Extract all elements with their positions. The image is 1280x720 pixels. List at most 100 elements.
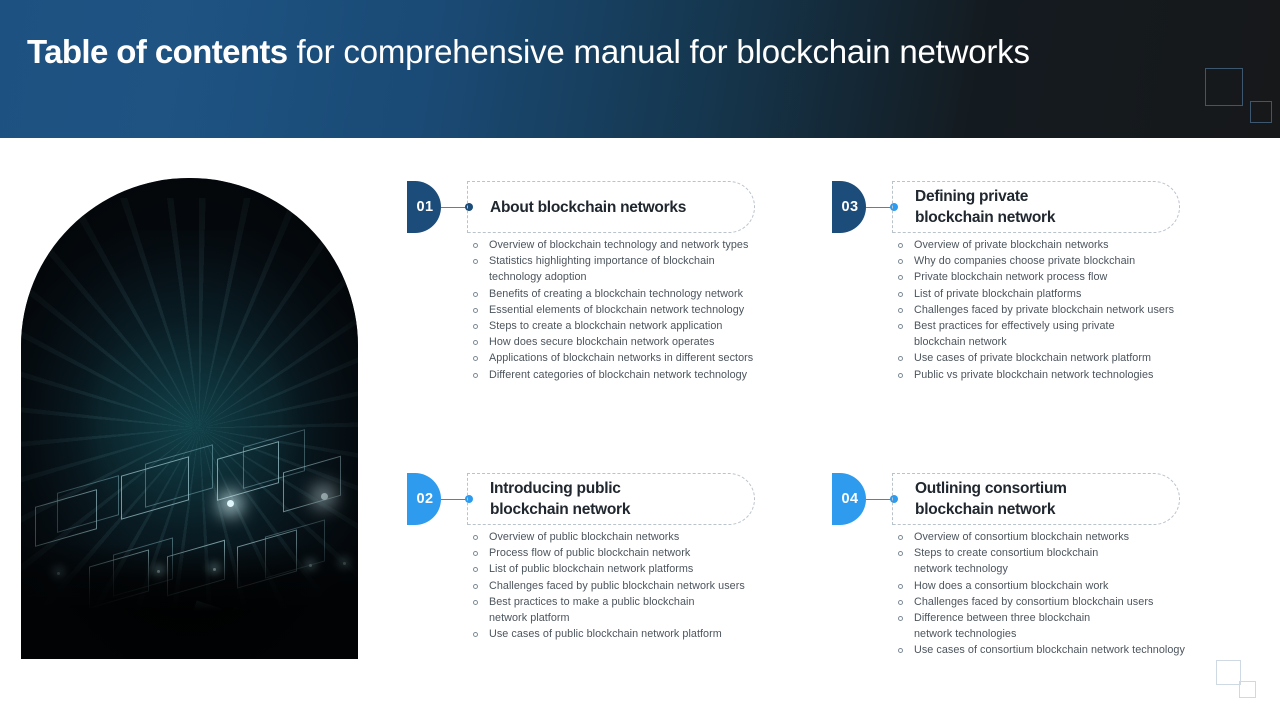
list-item[interactable]: How does a consortium blockchain work [898,578,1185,594]
page-title-rest: for comprehensive manual for blockchain … [287,33,1030,70]
bullet-ring-icon [473,551,478,557]
list-item[interactable]: Overview of private blockchain networks [898,237,1174,253]
list-item-label: Applications of blockchain networks in d… [489,352,754,365]
section-04[interactable]: 04 Outlining consortium blockchain netwo… [832,473,1242,656]
footer-decor-square-small [1239,681,1256,698]
bullet-ring-icon [473,632,478,638]
list-item[interactable]: Why do companies choose private blockcha… [898,253,1174,269]
section-02-bullet-list: Overview of public blockchain networks P… [473,529,745,642]
section-01[interactable]: 01 About blockchain networks Overview of… [407,181,817,381]
list-item-label: How does secure blockchain network opera… [489,336,715,349]
section-02-header: 02 Introducing public blockchain network [407,473,817,525]
section-02[interactable]: 02 Introducing public blockchain network… [407,473,817,640]
list-item-label: Different categories of blockchain netwo… [489,368,748,381]
section-03[interactable]: 03 Defining private blockchain network O… [832,181,1242,381]
list-item[interactable]: Challenges faced by private blockchain n… [898,302,1174,318]
list-item[interactable]: List of public blockchain network platfo… [473,561,745,577]
bullet-ring-icon [473,372,478,378]
list-item-label: Overview of blockchain technology and ne… [489,239,749,251]
list-item-label: Why do companies choose private blockcha… [914,255,1136,268]
section-04-header: 04 Outlining consortium blockchain netwo… [832,473,1242,525]
section-title: Outlining consortium blockchain network [915,480,1067,518]
bullet-ring-icon [898,535,903,540]
list-item-label: Steps to create a blockchain network app… [489,320,723,333]
list-item[interactable]: Applications of blockchain networks in d… [473,350,753,366]
bullet-ring-icon [473,535,478,540]
list-item-label: Essential elements of blockchain network… [489,303,745,316]
list-item[interactable]: Process flow of public blockchain networ… [473,545,745,561]
list-item[interactable]: Steps to create consortium blockchain ne… [898,545,1185,577]
section-title: Introducing public blockchain network [490,480,631,518]
section-04-bullet-list: Overview of consortium blockchain networ… [898,529,1185,659]
list-item-label: Difference between three blockchain netw… [914,612,1091,641]
bullet-ring-icon [898,259,903,265]
list-item[interactable]: Use cases of consortium blockchain netwo… [898,642,1185,658]
list-item[interactable]: Difference between three blockchain netw… [898,610,1185,642]
bullet-ring-icon [898,356,903,362]
section-01-title-box[interactable]: About blockchain networks [467,181,755,233]
connector-line [866,499,894,501]
section-04-title-box[interactable]: Outlining consortium blockchain network [892,473,1180,525]
section-number: 03 [841,199,859,215]
section-02-title-box[interactable]: Introducing public blockchain network [467,473,755,525]
list-item-label: Challenges faced by private blockchain n… [914,303,1175,316]
section-01-bullet-list: Overview of blockchain technology and ne… [473,237,753,383]
list-item-label: Overview of public blockchain networks [489,531,680,543]
bullet-ring-icon [473,567,478,573]
bullet-ring-icon [473,599,478,605]
bullet-ring-icon [473,259,478,265]
list-item[interactable]: Use cases of public blockchain network p… [473,626,745,642]
list-item[interactable]: Overview of consortium blockchain networ… [898,529,1185,545]
connector-line [441,207,469,209]
photo-vignette [21,178,358,659]
list-item[interactable]: Overview of blockchain technology and ne… [473,237,753,253]
section-03-title-box[interactable]: Defining private blockchain network [892,181,1180,233]
photo-canvas [21,178,358,659]
list-item[interactable]: Different categories of blockchain netwo… [473,367,753,383]
footer-decor-square-large [1216,660,1241,685]
bullet-ring-icon [473,307,478,313]
section-01-number-badge: 01 [407,181,441,233]
blockchain-stage-photo [21,178,358,659]
list-item-label: Best practices for effectively using pri… [914,320,1115,349]
list-item[interactable]: How does secure blockchain network opera… [473,334,753,350]
list-item-label: Statistics highlighting importance of bl… [489,255,715,284]
bullet-ring-icon [473,291,478,297]
list-item[interactable]: Public vs private blockchain network tec… [898,367,1174,383]
slide-header: Table of contents for comprehensive manu… [0,0,1280,138]
list-item[interactable]: Benefits of creating a blockchain techno… [473,286,753,302]
list-item[interactable]: Overview of public blockchain networks [473,529,745,545]
section-03-header: 03 Defining private blockchain network [832,181,1242,233]
list-item[interactable]: Challenges faced by public blockchain ne… [473,578,745,594]
list-item-label: Overview of private blockchain networks [914,239,1109,251]
list-item-label: Private blockchain network process flow [914,271,1108,284]
list-item[interactable]: Best practices for effectively using pri… [898,318,1174,350]
list-item-label: Best practices to make a public blockcha… [489,595,695,625]
list-item[interactable]: Use cases of private blockchain network … [898,350,1174,366]
section-number: 01 [416,199,434,215]
list-item-label: Use cases of public blockchain network p… [489,628,722,641]
bullet-ring-icon [898,551,903,557]
list-item[interactable]: Steps to create a blockchain network app… [473,318,753,334]
list-item[interactable]: Best practices to make a public blockcha… [473,594,745,626]
connector-line [441,499,469,501]
page-title-bold: Table of contents [27,33,288,70]
list-item[interactable]: Essential elements of blockchain network… [473,302,753,318]
section-title: Defining private blockchain network [915,188,1056,226]
list-item[interactable]: Challenges faced by consortium blockchai… [898,594,1185,610]
list-item-label: Overview of consortium blockchain networ… [914,531,1130,543]
list-item-label: How does a consortium blockchain work [914,579,1109,592]
bullet-ring-icon [898,583,903,589]
section-04-number-badge: 04 [832,473,866,525]
section-03-number-badge: 03 [832,181,866,233]
list-item[interactable]: Private blockchain network process flow [898,269,1174,285]
list-item-label: Public vs private blockchain network tec… [914,368,1154,381]
list-item[interactable]: List of private blockchain platforms [898,286,1174,302]
header-decor-square-large [1205,68,1243,106]
section-number: 02 [416,491,434,507]
section-title: About blockchain networks [490,198,687,216]
page-title: Table of contents for comprehensive manu… [27,28,1087,76]
list-item[interactable]: Statistics highlighting importance of bl… [473,253,753,285]
list-item-label: Challenges faced by consortium blockchai… [914,595,1154,608]
